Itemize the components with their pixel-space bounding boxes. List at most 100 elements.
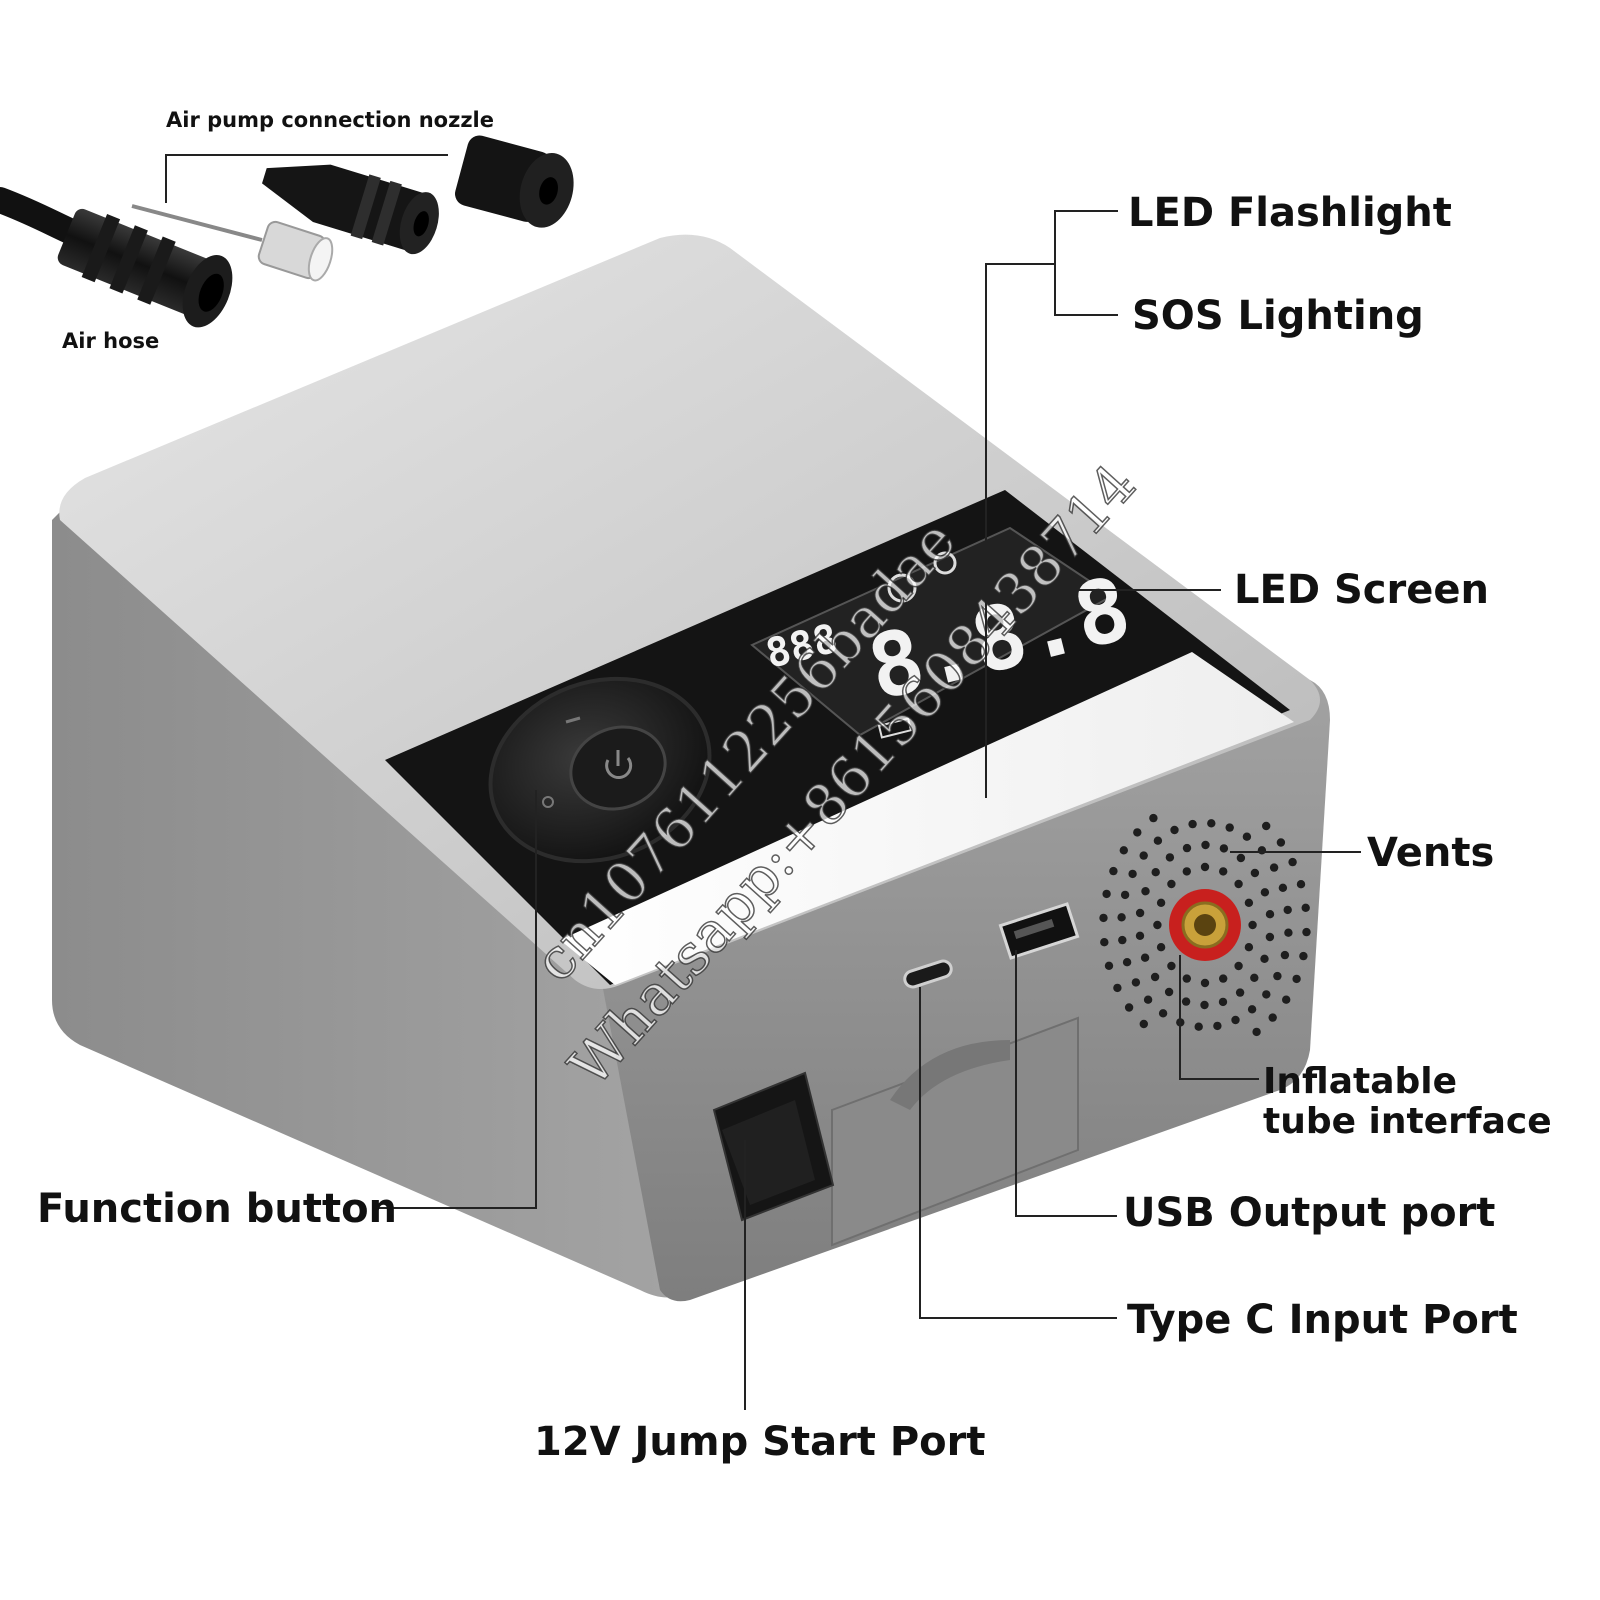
jump-start-label: 12V Jump Start Port — [534, 1419, 985, 1465]
vent-hole — [1133, 828, 1142, 837]
vent-hole — [1200, 862, 1210, 872]
vent-hole — [1139, 851, 1148, 860]
vent-hole — [1283, 905, 1292, 915]
vent-hole — [1292, 974, 1301, 984]
dial-indicator-dot — [542, 796, 554, 808]
vent-hole — [1131, 978, 1141, 987]
vent-hole — [1250, 868, 1260, 878]
vent-hole — [1282, 995, 1291, 1004]
vent-hole — [1269, 863, 1279, 872]
vent-hole — [1182, 843, 1192, 853]
light-leader-line — [985, 263, 1055, 798]
vent-hole — [1139, 1019, 1149, 1029]
vent-hole — [1165, 853, 1175, 862]
vent-hole — [1260, 888, 1270, 897]
vent-hole — [1247, 1005, 1257, 1014]
vent-hole — [1167, 879, 1176, 889]
callout-labels: LED Flashlight SOS Lighting LED Screen V… — [37, 190, 1552, 1465]
inflatable-tube-interface — [1169, 889, 1241, 961]
function-button-label: Function button — [37, 1186, 397, 1232]
vent-hole — [1135, 931, 1145, 940]
vent-hole — [1234, 961, 1243, 971]
dial-minus-mark — [565, 716, 581, 724]
lcd-battery-icon — [877, 717, 913, 739]
vent-hole — [1244, 943, 1254, 952]
lcd-mode-icon — [887, 573, 917, 603]
vent-hole — [1257, 846, 1267, 855]
usb-output-label: USB Output port — [1123, 1190, 1495, 1236]
vent-hole — [1219, 844, 1229, 853]
vent-hole — [1124, 1003, 1134, 1012]
vent-hole — [1252, 1027, 1261, 1037]
vent-hole — [1218, 997, 1228, 1007]
vent-hole — [1135, 908, 1145, 918]
inflatable-label-line-1: Inflatable — [1263, 1061, 1457, 1102]
vent-hole — [1122, 958, 1132, 967]
vent-hole — [1284, 928, 1293, 937]
inflatable-label-line-2: tube interface — [1263, 1101, 1552, 1142]
sos-lighting-label: SOS Lighting — [1132, 293, 1424, 339]
vent-hole — [1181, 997, 1191, 1006]
vent-hole — [1109, 866, 1118, 876]
vent-hole — [1301, 903, 1310, 912]
inflatable-leader-line — [1179, 955, 1259, 1080]
flashlight-leader-line — [1054, 210, 1118, 316]
vent-hole — [1118, 935, 1127, 945]
vent-hole — [1188, 819, 1197, 829]
type-c-port — [903, 959, 953, 989]
vent-hole — [1167, 961, 1176, 971]
vent-hole — [1200, 1000, 1209, 1010]
vent-hole — [1248, 920, 1257, 930]
vent-hole — [1235, 988, 1245, 997]
vent-hole — [1262, 990, 1271, 999]
accessories: Air pump connection nozzle Air hose — [0, 108, 574, 353]
leader-lines — [378, 210, 1361, 1410]
vent-hole — [1156, 898, 1166, 907]
vent-hole — [1265, 910, 1275, 919]
vent-hole — [1153, 836, 1163, 845]
vent-hole — [1265, 932, 1275, 942]
nozzle-label: Air pump connection nozzle — [166, 108, 494, 132]
cone-nozzle-illustration — [262, 164, 439, 255]
adapter-nozzle-illustration — [455, 135, 574, 228]
power-icon — [605, 750, 633, 779]
vent-hole — [1156, 943, 1166, 952]
vent-hole — [1151, 868, 1160, 877]
vent-hole — [1278, 883, 1288, 892]
vent-hole — [1119, 846, 1129, 855]
vent-hole — [1149, 813, 1158, 823]
vent-hole — [1268, 1013, 1277, 1022]
function-leader-line — [378, 790, 537, 1209]
vent-hole — [1260, 954, 1269, 963]
type-c-leader-line — [919, 987, 1117, 1319]
vent-hole — [1099, 913, 1108, 923]
vent-hole — [1143, 995, 1153, 1004]
vent-hole — [1276, 838, 1286, 847]
vent-hole — [1242, 832, 1252, 841]
vent-hole — [1236, 853, 1246, 863]
function-dial[interactable] — [465, 649, 736, 891]
vent-hole — [1120, 890, 1130, 900]
vent-hole — [1113, 983, 1122, 993]
vent-hole — [1299, 951, 1308, 961]
needle-nozzle-illustration — [131, 204, 334, 282]
light-strip — [560, 652, 1294, 985]
vent-hole — [1244, 898, 1254, 907]
vent-hole — [1153, 920, 1162, 930]
vent-hole — [1104, 961, 1114, 970]
vent-hole — [1250, 973, 1259, 982]
vent-hole — [1102, 889, 1111, 899]
vent-hole — [1117, 913, 1126, 922]
vent-hole — [1170, 825, 1179, 835]
vent-hole — [1213, 1021, 1222, 1031]
vent-hole — [1100, 938, 1109, 947]
vent-hole — [1164, 987, 1174, 997]
air-hose-label: Air hose — [62, 329, 159, 353]
vent-hole — [1234, 879, 1243, 889]
vent-hole — [1201, 840, 1210, 850]
vent-hole — [1182, 974, 1192, 983]
vent-hole — [1194, 1022, 1203, 1031]
vent-hole — [1262, 821, 1271, 831]
vent-hole — [1273, 971, 1282, 981]
